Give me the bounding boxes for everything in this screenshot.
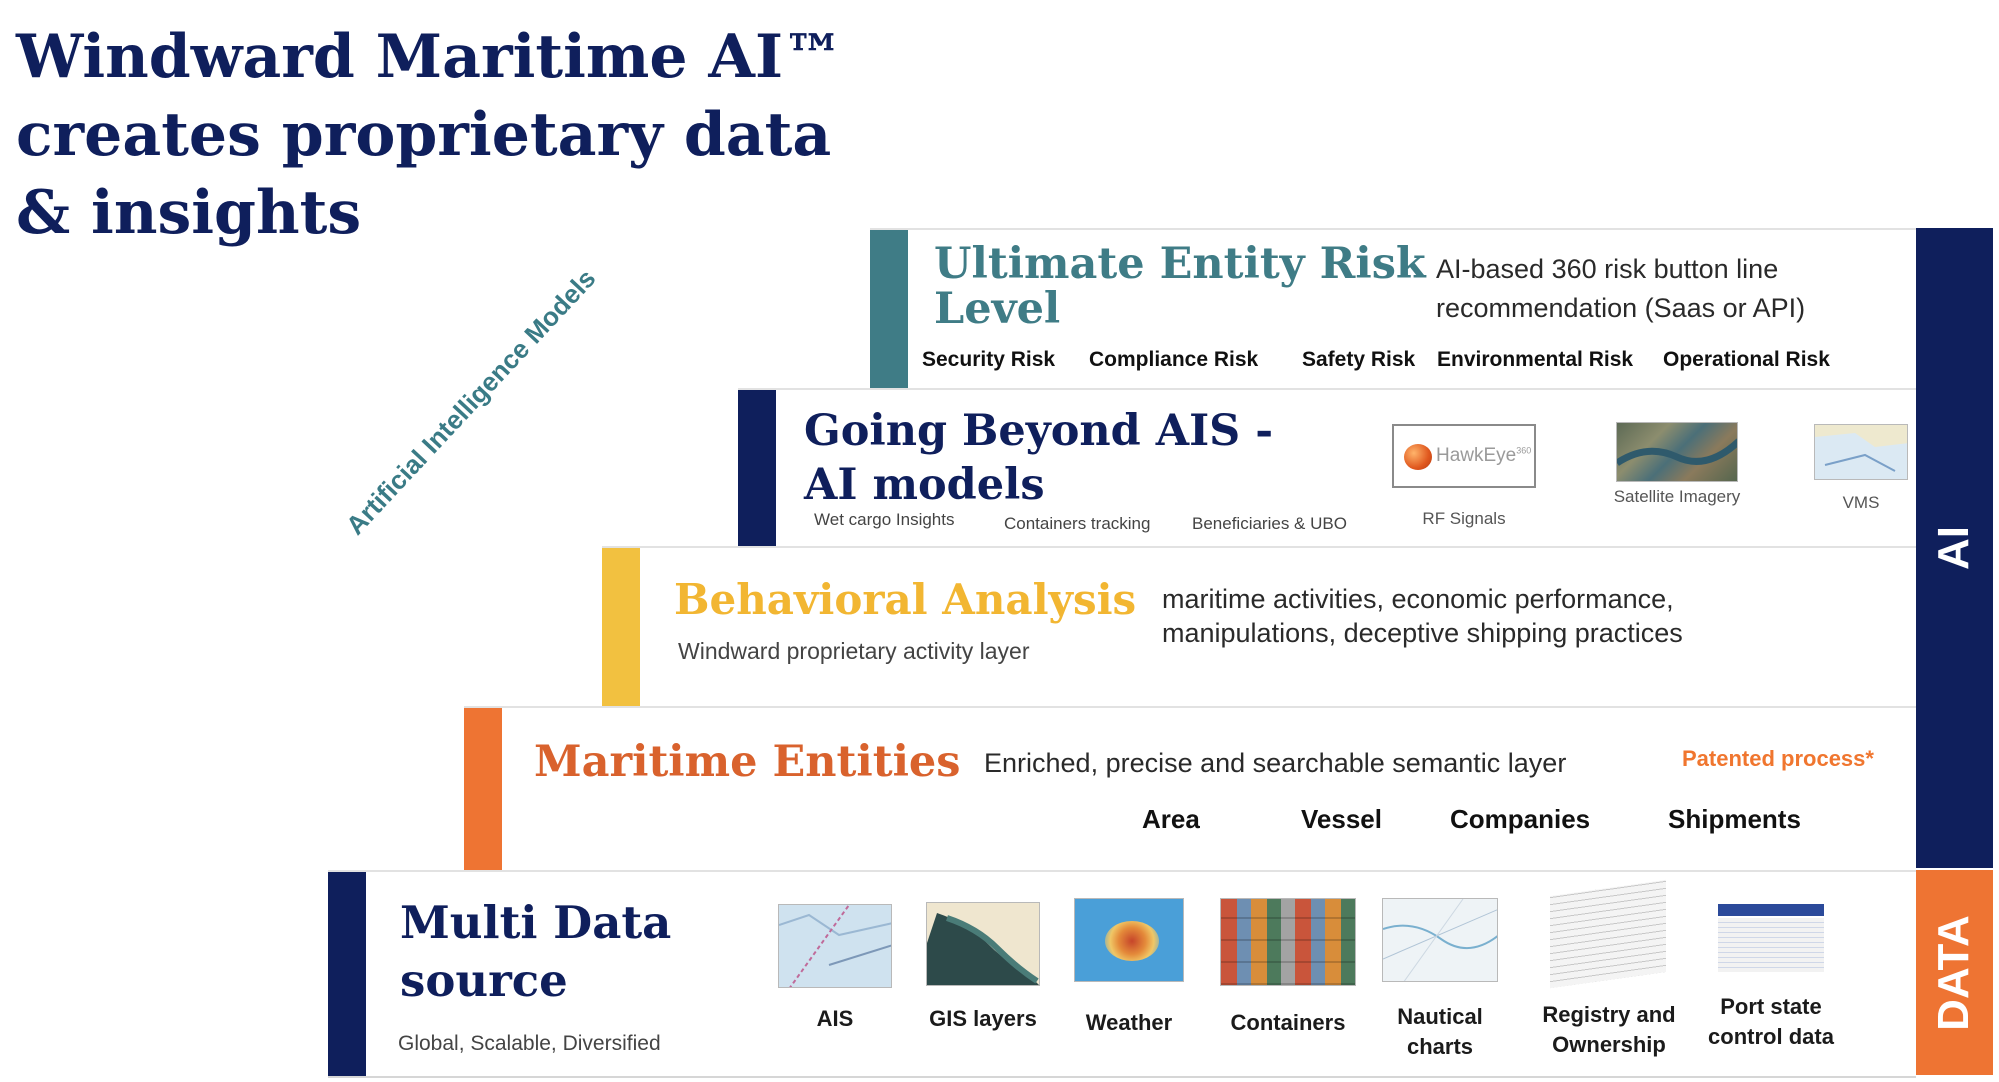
ultimate-risk-title: Ultimate Entity Risk Level: [934, 242, 1426, 332]
layer-beyond-accent: [738, 390, 776, 546]
behavioral-title: Behavioral Analysis: [674, 578, 1136, 622]
behavioral-description: maritime activities, economic performanc…: [1162, 582, 1683, 650]
port-state-table-header-icon: [1718, 904, 1824, 916]
containers-label: Containers: [1218, 1008, 1358, 1038]
containers-stripes-icon: [1221, 899, 1355, 985]
item-containers-tracking: Containers tracking: [1004, 514, 1150, 534]
nautical-lines-icon: [1383, 899, 1498, 982]
port-state-table-icon: [1712, 898, 1830, 978]
layer-going-beyond-ais: Going Beyond AIS - AI models Wet cargo I…: [738, 388, 1916, 548]
gis-gulf-icon: [927, 903, 1040, 986]
ai-side-label: AI: [1929, 526, 1979, 570]
entity-companies: Companies: [1450, 804, 1590, 835]
hawkeye-logo-icon: HawkEye360: [1392, 424, 1536, 488]
layer-entities-accent: [464, 708, 502, 870]
ai-models-diagonal-label: Artificial Intelligence Models: [340, 263, 602, 541]
risk-compliance: Compliance Risk: [1089, 348, 1258, 372]
nautical-charts-label: Nautical charts: [1372, 1002, 1508, 1062]
vms-map-icon: [1814, 424, 1908, 480]
rf-signals-label: RF Signals: [1398, 508, 1530, 529]
vms-label: VMS: [1818, 492, 1904, 513]
page-title: Windward Maritime AI™ creates proprietar…: [16, 18, 916, 252]
entities-title: Maritime Entities: [534, 740, 960, 785]
port-state-table-rows-icon: [1718, 918, 1824, 972]
registry-table-icon: [1550, 880, 1666, 988]
multi-data-subtitle: Global, Scalable, Diversified: [398, 1032, 661, 1056]
gis-map-icon: [926, 902, 1040, 986]
risk-environmental: Environmental Risk: [1437, 348, 1633, 372]
layer-ultimate-risk: Ultimate Entity Risk Level AI-based 360 …: [870, 228, 1916, 390]
ais-map-lines-icon: [779, 905, 892, 988]
behavioral-subtitle: Windward proprietary activity layer: [678, 638, 1030, 665]
title-line-2: creates proprietary data: [16, 96, 916, 174]
port-state-control-label: Port state control data: [1690, 992, 1852, 1052]
ais-map-icon: [778, 904, 892, 988]
ultimate-risk-description: AI-based 360 risk button line recommenda…: [1436, 250, 1805, 328]
ais-label: AIS: [768, 1004, 902, 1034]
entity-vessel: Vessel: [1301, 804, 1382, 835]
layer-behavioral-accent: [602, 548, 640, 706]
entity-area: Area: [1142, 804, 1200, 835]
satellite-river-icon: [1617, 423, 1738, 482]
layer-maritime-entities: Maritime Entities Enriched, precise and …: [464, 706, 1916, 872]
entities-description: Enriched, precise and searchable semanti…: [984, 748, 1566, 779]
layer-multi-accent: [328, 872, 366, 1076]
gis-layers-label: GIS layers: [916, 1004, 1050, 1034]
weather-storm-icon: [1105, 921, 1159, 961]
ai-side-bar: AI: [1915, 228, 1993, 868]
data-side-label: DATA: [1929, 915, 1979, 1031]
registry-ownership-label: Registry and Ownership: [1528, 1000, 1690, 1060]
satellite-image-icon: [1616, 422, 1738, 482]
vms-coast-icon: [1815, 425, 1908, 480]
nautical-chart-icon: [1382, 898, 1498, 982]
risk-safety: Safety Risk: [1302, 348, 1415, 372]
containers-photo-icon: [1220, 898, 1356, 986]
hawkeye-logo-text: HawkEye360: [1436, 445, 1531, 467]
satellite-imagery-label: Satellite Imagery: [1612, 486, 1742, 507]
hawkeye-orb-icon: [1404, 444, 1432, 470]
weather-label: Weather: [1062, 1008, 1196, 1038]
layer-behavioral-analysis: Behavioral Analysis Windward proprietary…: [602, 546, 1916, 708]
weather-map-icon: [1074, 898, 1184, 982]
risk-operational: Operational Risk: [1663, 348, 1830, 372]
data-side-bar: DATA: [1915, 870, 1993, 1075]
entity-shipments: Shipments: [1668, 804, 1801, 835]
item-wet-cargo: Wet cargo Insights: [814, 510, 954, 530]
patented-process: Patented process*: [1682, 746, 1874, 772]
risk-security: Security Risk: [922, 348, 1055, 372]
multi-data-title: Multi Data source: [400, 894, 671, 1010]
layer-ultimate-accent: [870, 230, 908, 388]
title-line-1: Windward Maritime AI™: [16, 18, 916, 96]
beyond-ais-title: Going Beyond AIS - AI models: [804, 404, 1273, 512]
layer-multi-data-source: Multi Data source Global, Scalable, Dive…: [328, 870, 1916, 1078]
title-line-3: & insights: [16, 174, 916, 252]
item-beneficiaries: Beneficiaries & UBO: [1192, 514, 1347, 534]
